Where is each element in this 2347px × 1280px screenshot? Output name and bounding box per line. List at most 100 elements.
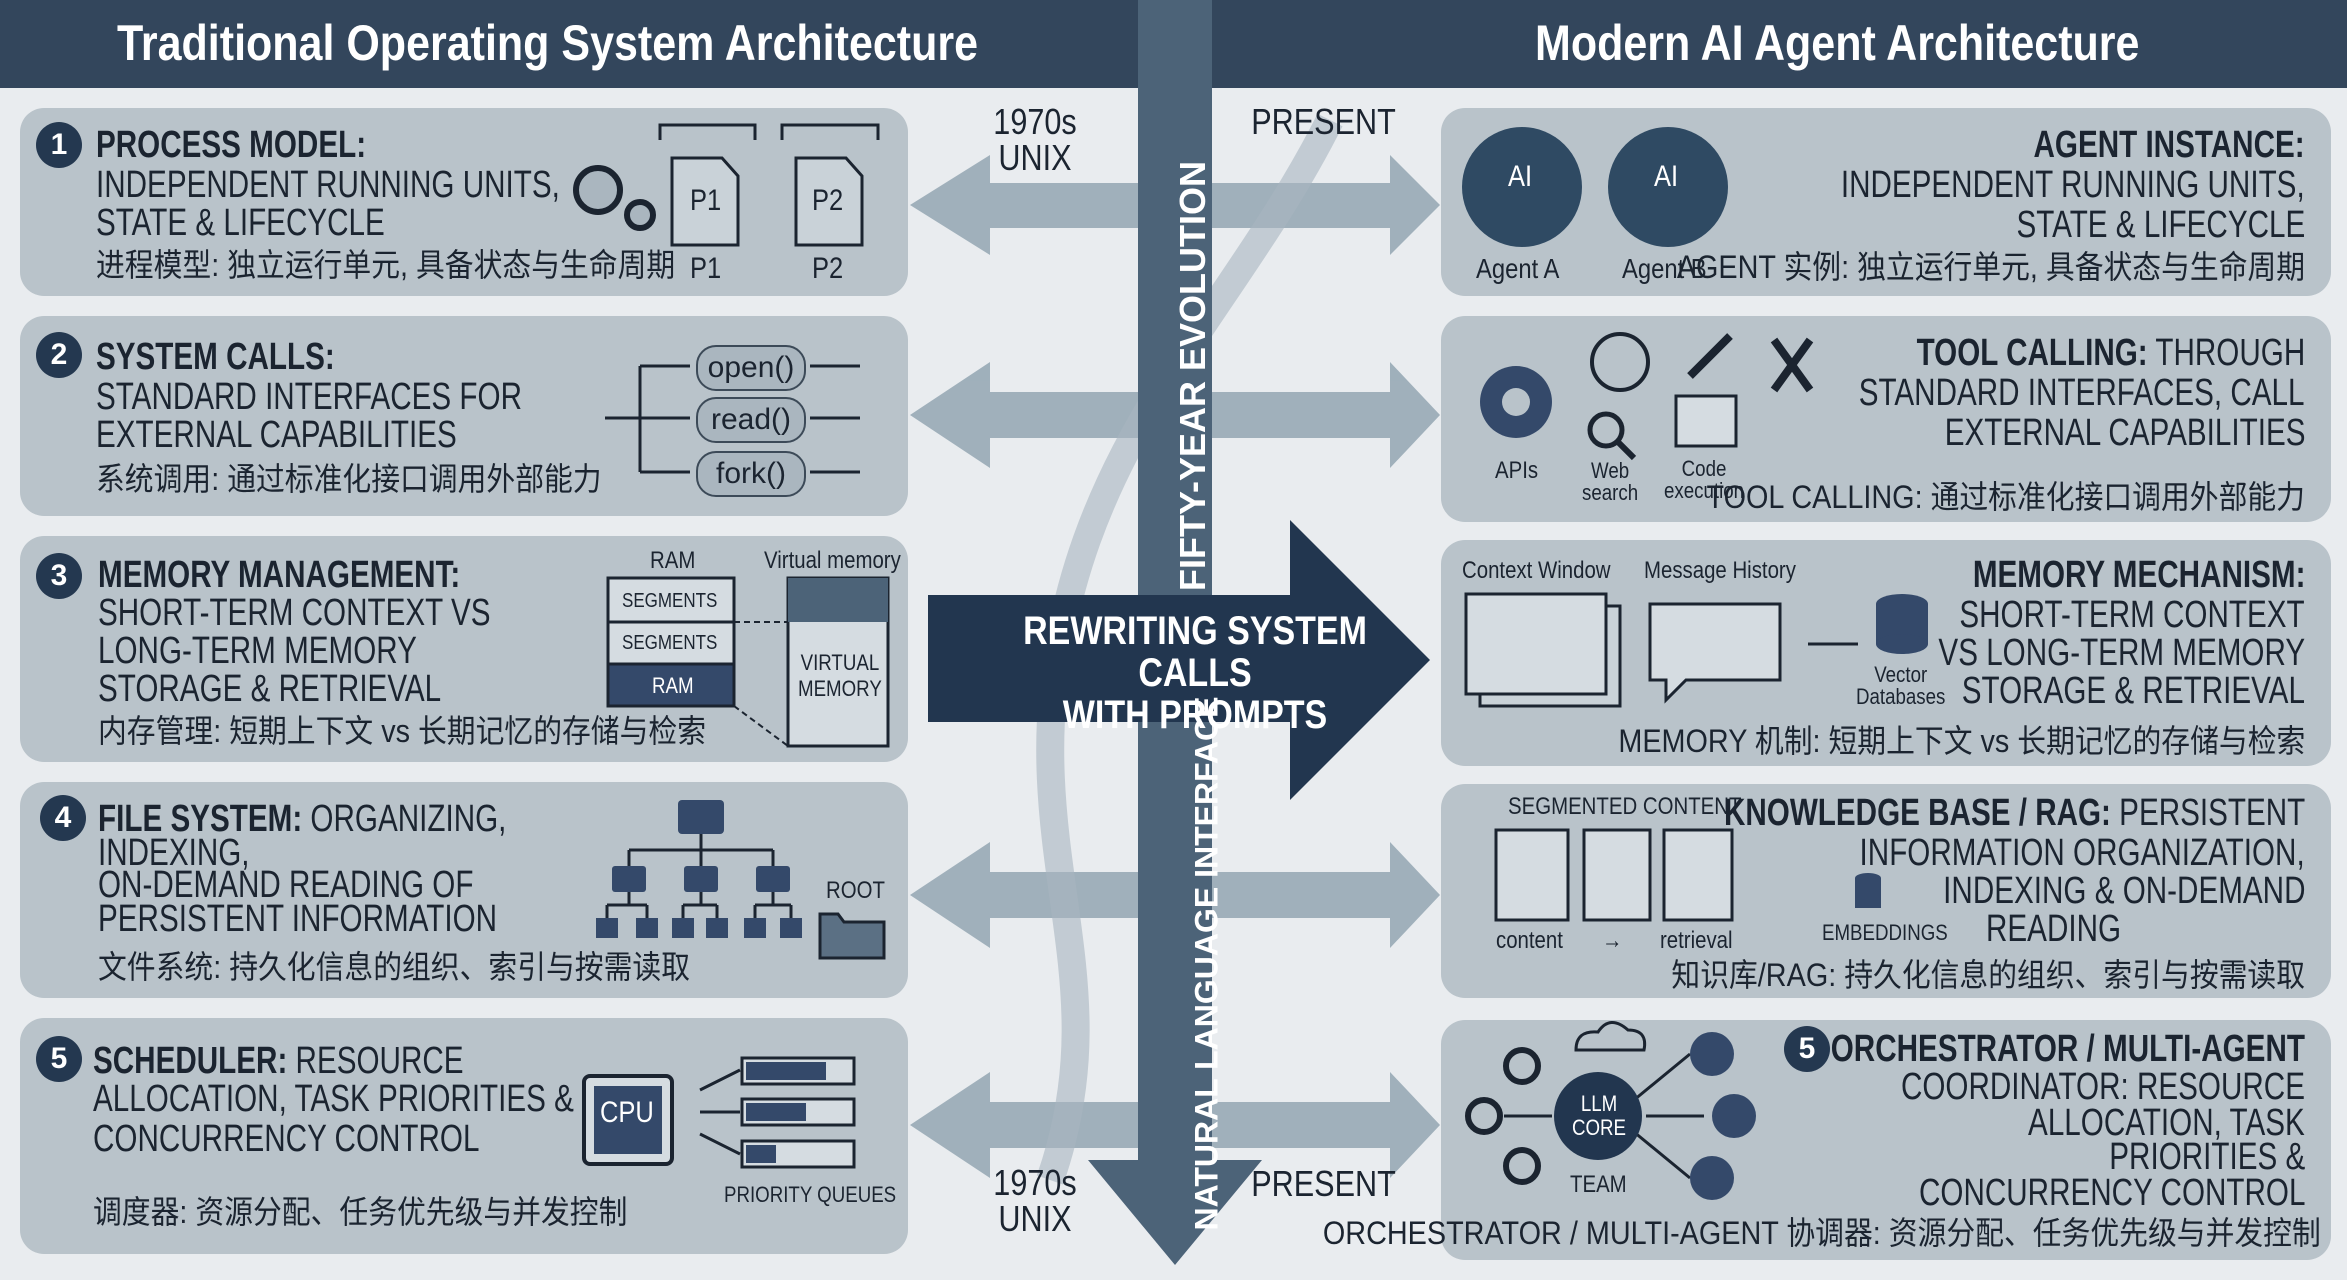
right-3-line: STORAGE & RETRIEVAL [1961,670,2305,712]
document-icon [1582,828,1652,922]
brain-icon [1690,1032,1734,1076]
read-call: read() [696,397,806,443]
llm-core-label: LLM CORE [1572,1091,1627,1140]
cpu-label: CPU [600,1096,654,1129]
right-2-line: EXTERNAL CAPABILITIES [1944,412,2305,454]
right-2-line: STANDARD INTERFACES, CALL [1859,372,2305,414]
team-label: TEAM [1570,1171,1627,1198]
folder-tree-icon [596,800,886,960]
step-number-2: 2 [36,332,82,378]
right-3-title: MEMORY MECHANISM: [1972,554,2305,596]
right-3-zh: MEMORY 机制: 短期上下文 vs 长期记忆的存储与检索 [1618,723,2305,759]
p2-file-icon [794,156,864,247]
document-icon [1494,828,1570,922]
code-execution-label: Code execution [1664,456,1745,503]
memory-graphics [606,576,890,748]
left-3-line: LONG-TERM MEMORY [98,630,417,672]
segments-label: SEGMENTS [622,632,718,654]
ram-heading: RAM [650,547,696,574]
label-present-bottom: PRESENT [1251,1163,1396,1204]
search-icon [1587,411,1625,449]
p1-caption: P1 [690,252,722,285]
brain-icon [1608,127,1728,247]
agent-b-label: Agent B [1622,253,1707,284]
gear-icon [1503,1147,1541,1185]
rag-graphics [1494,828,1881,922]
embeddings-label: EMBEDDINGS [1822,920,1948,945]
left-1-line: INDEPENDENT RUNNING UNITS, [96,164,560,206]
step-number-5: 5 [36,1036,82,1082]
left-3-line: SHORT-TERM CONTEXT VS [98,592,491,634]
pen-icon [1687,333,1733,379]
gear-icon [1465,1097,1503,1135]
tools-icon [1770,337,1814,393]
step-number-3: 3 [36,553,82,599]
vector-databases-label: Vector Databases [1856,662,1946,709]
p2-caption: P2 [812,252,844,285]
memory-mechanism-graphics [1464,592,1928,708]
right-5-line: ALLOCATION, TASK [2028,1102,2305,1144]
brain-icon [1712,1094,1756,1138]
ai-label-a: AI [1508,160,1533,193]
right-1-line: INDEPENDENT RUNNING UNITS, [1841,164,2305,206]
llm-core-circle [1554,1072,1642,1160]
right-panel-2 [1441,316,2331,522]
gear-icon [573,165,656,231]
ram-cell: RAM [652,673,694,698]
scheduler-graphics [582,1056,856,1169]
left-4-line: PERSISTENT INFORMATION [98,898,498,940]
fork-call: fork() [696,451,806,497]
agent-a-label: Agent A [1476,253,1560,284]
left-1-title: PROCESS MODEL: [96,124,367,166]
syscall-graphics [605,364,860,474]
root-folder-icon [818,912,886,960]
terminal-icon [1674,394,1738,448]
virtual-memory-cell: VIRTUAL MEMORY [798,650,882,701]
big-arrow-text: REWRITING SYSTEM CALLS WITH PROMPTS [1023,609,1367,737]
right-1-zh: AGENT 实例: 独立运行单元, 具备状态与生命周期 [1676,249,2305,285]
right-5-line: CONCURRENCY CONTROL [1918,1172,2305,1214]
p2-label: P2 [812,184,844,217]
apis-label: APIs [1495,457,1539,484]
gear-icon [1503,1047,1541,1085]
p1-label: P1 [690,184,722,217]
left-3-title: MEMORY MANAGEMENT: [98,554,461,596]
step-number-1: 1 [36,122,82,168]
segmented-content-label: SEGMENTED CONTENT [1508,793,1742,820]
left-panel-1 [20,108,908,296]
left-2-title: SYSTEM CALLS: [96,336,335,378]
left-4-zh: 文件系统: 持久化信息的组织、索引与按需读取 [98,949,691,985]
right-4-zh: 知识库/RAG: 持久化信息的组织、索引与按需读取 [1671,957,2305,993]
right-4-line: READING [1986,908,2122,950]
right-3-line: SHORT-TERM CONTEXT [1959,594,2305,636]
label-1970s-top: 1970s UNIX [993,101,1077,178]
priority-queues-label: PRIORITY QUEUES [724,1182,897,1207]
right-panel-1 [1441,108,2331,296]
right-4-line: INDEXING & ON-DEMAND [1942,870,2305,912]
retrieval-label: retrieval [1660,927,1733,954]
content-label: content [1496,927,1563,954]
right-4-line: INFORMATION ORGANIZATION, [1859,832,2305,874]
open-call: open() [696,345,806,391]
virtual-memory-heading: Virtual memory [764,547,901,574]
right-2-zh: TOOL CALLING: 通过标准化接口调用外部能力 [1706,479,2305,515]
web-search-label: Web search [1582,458,1639,505]
left-5-zh: 调度器: 资源分配、任务优先级与并发控制 [93,1194,628,1230]
left-1-zh: 进程模型: 独立运行单元, 具备状态与生命周期 [96,247,676,283]
ai-label-b: AI [1654,160,1679,193]
left-title: Traditional Operating System Architectur… [117,15,979,71]
left-2-zh: 系统调用: 通过标准化接口调用外部能力 [96,461,602,497]
left-5-title-row: SCHEDULER: RESOURCE [93,1040,464,1082]
context-window-label: Context Window [1462,557,1611,584]
process-graphics [573,123,880,247]
brain-icon [1462,127,1582,247]
document-icon [1464,592,1608,696]
document-icon [1662,828,1734,922]
root-label: ROOT [826,877,885,904]
right-5-line: COORDINATOR: RESOURCE [1900,1066,2305,1108]
left-4-line: ON-DEMAND READING OF [98,864,474,906]
right-4-title-row: KNOWLEDGE BASE / RAG: PERSISTENT [1723,792,2305,834]
left-1-line: STATE & LIFECYCLE [96,202,385,244]
